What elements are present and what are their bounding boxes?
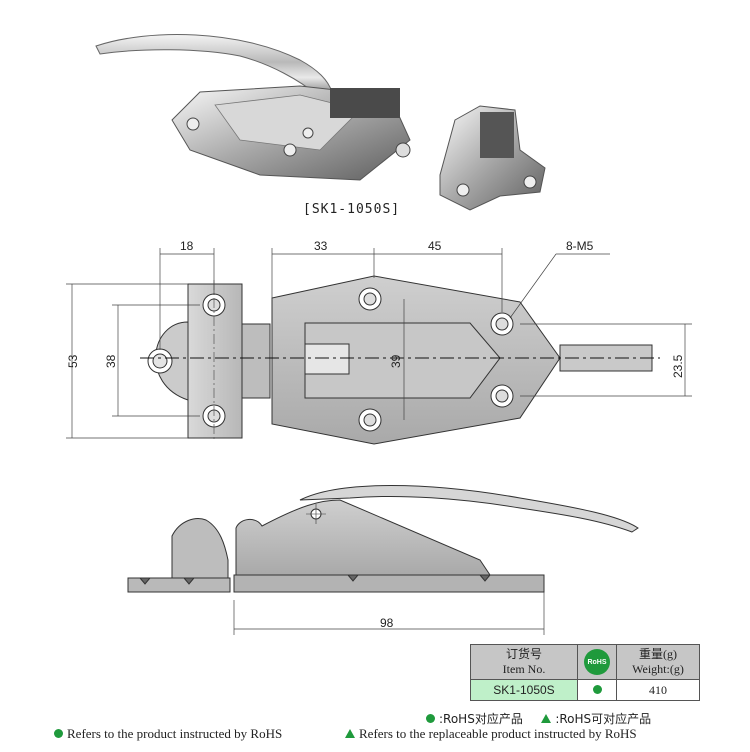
rohs-value [577,679,617,701]
dim-53: 53 [66,354,80,368]
spec-header-row: 订货号 Item No. RoHS 重量(g) Weight:(g) [470,644,700,680]
weight-header: 重量(g) Weight:(g) [616,644,700,680]
dim-39: 39 [389,354,403,368]
legend-rohs-replaceable-en: Refers to the replaceable product instru… [359,726,637,741]
weight-value: 410 [616,679,700,701]
dim-33: 33 [314,239,328,253]
green-triangle-icon [345,729,355,738]
spec-value-row: SK1-1050S 410 [470,679,700,701]
legend-rohs-en: Refers to the product instructed by RoHS [67,726,283,741]
rohs-header: RoHS [577,644,617,680]
dim-45: 45 [428,239,442,253]
rohs-badge-icon: RoHS [584,649,610,675]
legend-en-1: Refers to the product instructed by RoHS [54,726,282,742]
dimension-lines [66,248,692,635]
weight-header-cn: 重量(g) [639,647,677,661]
item-no-header: 订货号 Item No. [470,644,578,680]
rohs-dot-icon [592,684,602,694]
green-dot-icon [426,714,435,723]
dim-38: 38 [104,354,118,368]
product-label: [SK1-1050S] [303,202,400,217]
legend-en-2: Refers to the replaceable product instru… [345,726,637,742]
green-dot-icon [54,729,63,738]
side-view [127,485,639,593]
legend-rohs-replaceable-cn: :RoHS可对应产品 [555,712,652,726]
dim-23-5: 23.5 [671,354,685,378]
item-no-value: SK1-1050S [470,679,578,701]
spec-table: 订货号 Item No. RoHS 重量(g) Weight:(g) SK1-1… [470,644,700,701]
dim-98: 98 [380,616,394,630]
green-triangle-icon [541,714,552,723]
dim-18: 18 [180,239,194,253]
top-view [140,275,660,445]
weight-header-en: Weight:(g) [632,662,684,676]
item-no-header-cn: 订货号 [505,647,542,661]
product-photo [95,34,546,211]
legend-rohs-cn: :RoHS对应产品 [439,712,523,726]
legend-cn: :RoHS对应产品 :RoHS可对应产品 [426,710,651,727]
item-no-header-en: Item No. [502,662,546,676]
hole-note: 8-M5 [566,239,594,253]
